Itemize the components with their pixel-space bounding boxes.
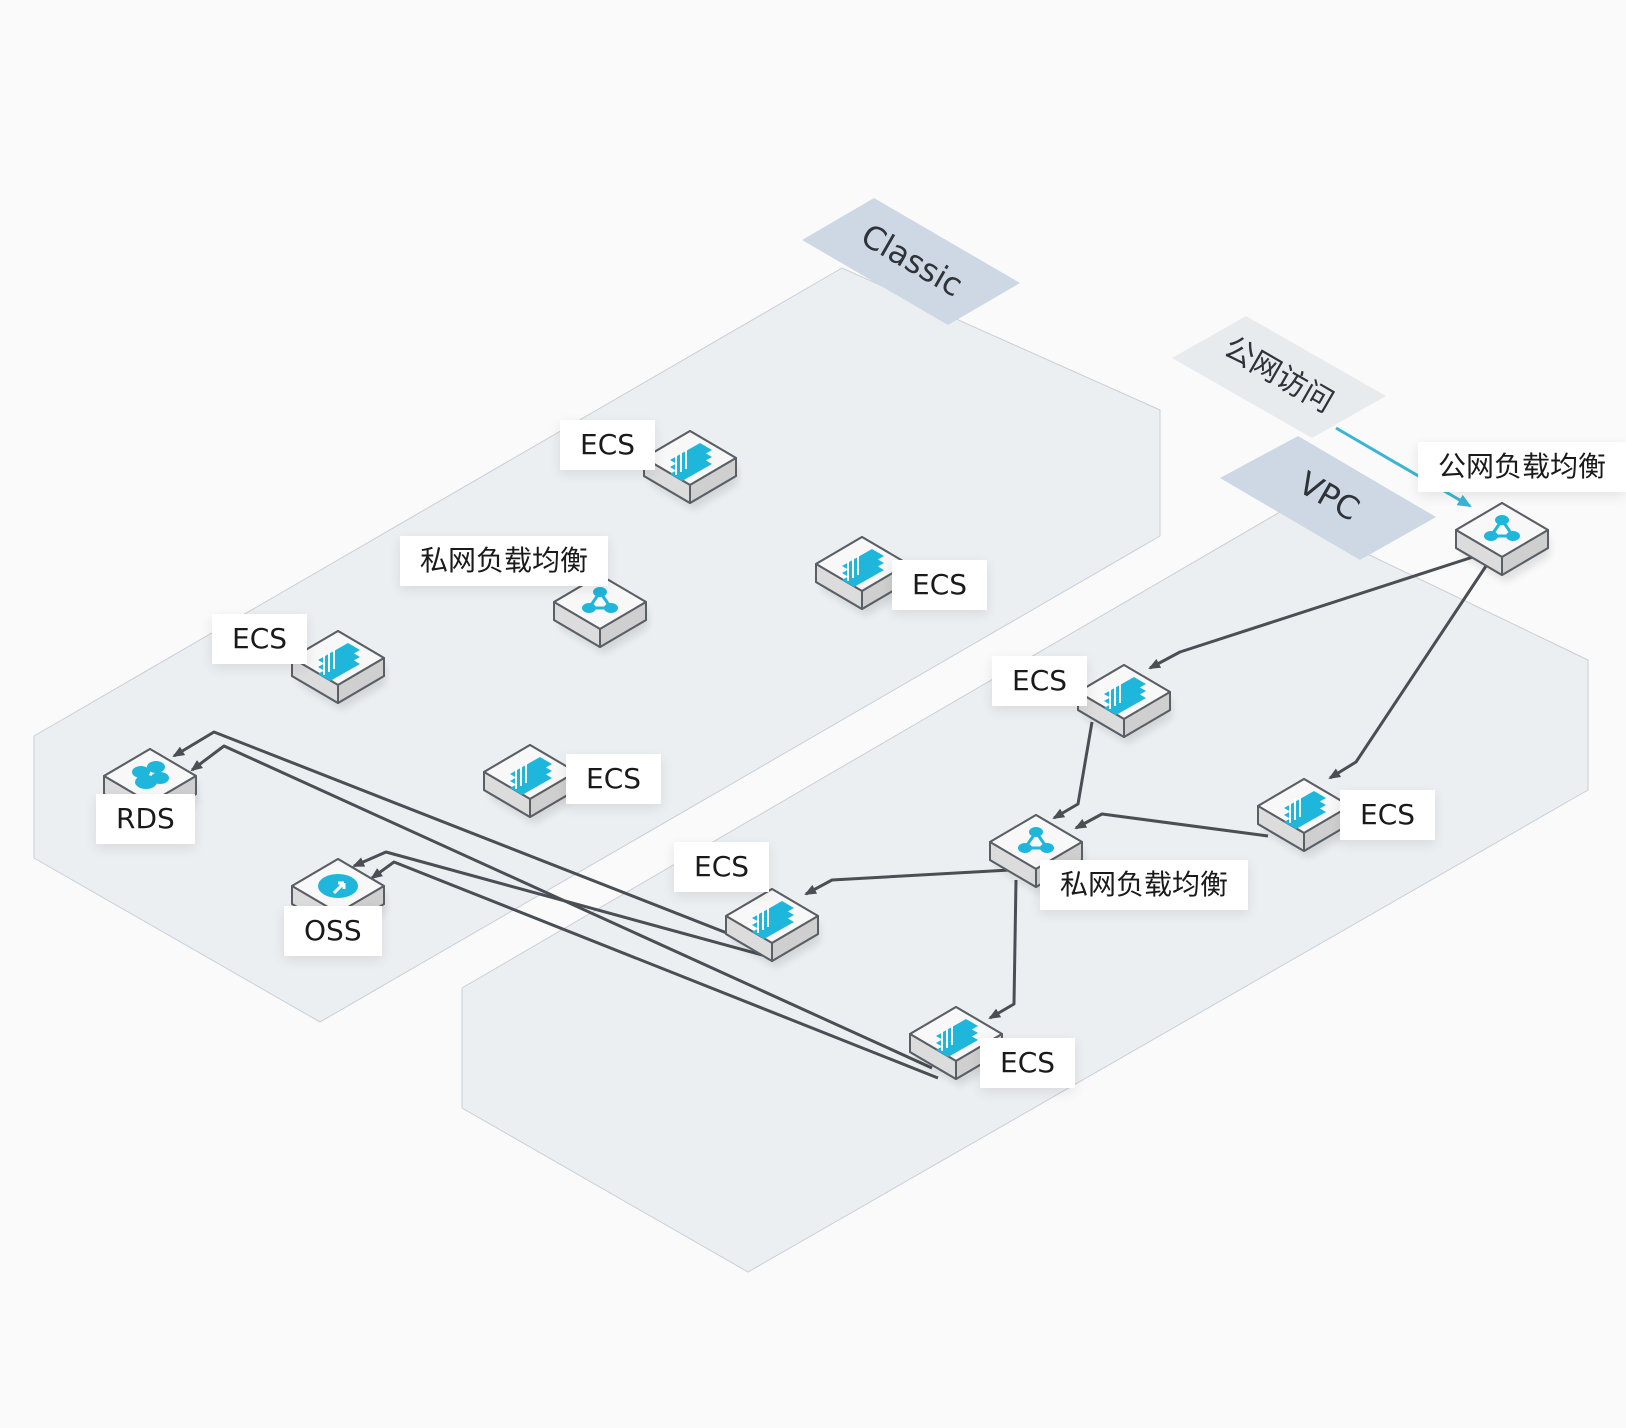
classic-tag-bg (802, 198, 1020, 325)
vpc-ecs-2-to-slb (1074, 812, 1269, 838)
vpc-ecs-3-to-oss (352, 850, 767, 958)
oss-bucket-icon (316, 872, 360, 900)
vpc-tag-bg (1220, 436, 1436, 560)
vpc-ecs-2-label: ECS (1340, 790, 1436, 840)
public-access-arrow (1335, 426, 1472, 508)
rds-label: RDS (96, 794, 195, 844)
oss-label: OSS (284, 906, 382, 956)
public-slb-to-vpc-ecs-2 (1328, 559, 1492, 780)
public-access-tag-bg (1172, 316, 1386, 438)
vpc-ecs-3-label: ECS (674, 842, 770, 892)
vpc-slb-to-ecs-4 (988, 879, 1018, 1020)
classic-ecs-2-label: ECS (892, 560, 988, 610)
vpc-slb-label: 私网负载均衡 (1040, 860, 1249, 910)
vpc-ecs-4-to-oss (370, 860, 939, 1080)
vpc-ecs-1-label: ECS (992, 656, 1088, 706)
vpc-ecs-4-label: ECS (980, 1038, 1076, 1088)
vpc-ecs-4-to-rds (190, 744, 933, 1070)
vpc-ecs-1-to-slb (1052, 721, 1094, 820)
classic-slb-label: 私网负载均衡 (400, 536, 609, 586)
public-slb-device[interactable] (1456, 503, 1550, 582)
classic-ecs-3-label: ECS (212, 614, 308, 664)
vpc-ecs-3-to-rds (172, 730, 761, 948)
vpc-slb-to-ecs-3 (804, 868, 1011, 896)
classic-ecs-4-label: ECS (566, 754, 662, 804)
public-slb-to-vpc-ecs-1 (1148, 554, 1477, 670)
connections (172, 426, 1492, 1080)
classic-ecs-1-label: ECS (560, 420, 656, 470)
public-slb-label: 公网负载均衡 (1418, 442, 1626, 492)
